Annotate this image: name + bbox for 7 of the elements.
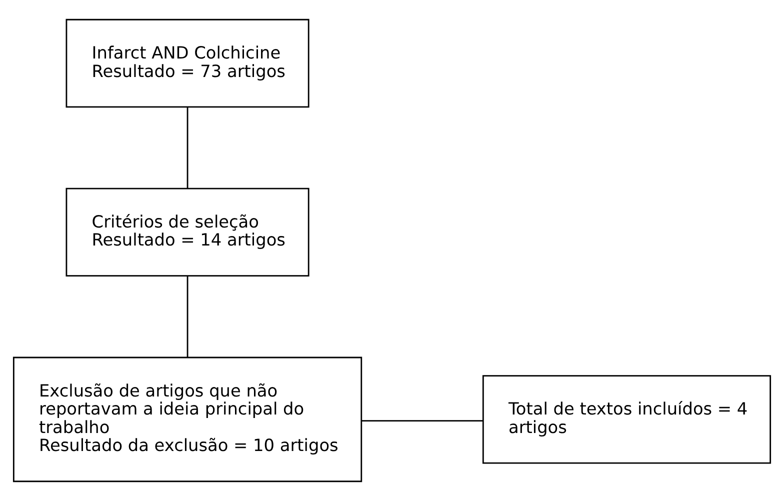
connector	[186, 107, 188, 188]
node-box: Exclusão de artigos que não reportavam a ideia principal do trabalho Resultado da exclusão = 10 artigos	[12, 356, 362, 482]
connector	[362, 420, 484, 422]
connector	[186, 276, 188, 358]
node-box: Infarct AND Colchicine Resultado = 73 artigos	[66, 18, 310, 108]
node-box: Critérios de seleção Resultado = 14 artigos	[66, 188, 310, 277]
node-box: Total de textos incluídos = 4 artigos	[482, 375, 772, 464]
